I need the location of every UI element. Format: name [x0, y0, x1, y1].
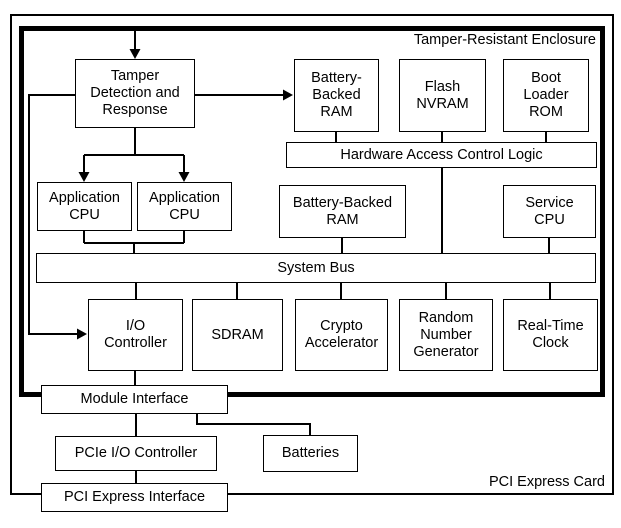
random-number-generator-label: Random Number Generator [413, 309, 479, 360]
system-bus-label: System Bus [277, 259, 355, 276]
application-cpu-2-box: Application CPU [137, 182, 232, 231]
io-controller-box: I/O Controller [88, 299, 183, 371]
module-interface-label: Module Interface [80, 391, 189, 407]
application-cpu-1-box: Application CPU [37, 182, 132, 231]
flash-nvram-box: Flash NVRAM [399, 59, 486, 132]
module-interface-box: Module Interface [41, 385, 228, 414]
application-cpu-1-label: Application CPU [49, 189, 120, 223]
battery-backed-ram-top-box: Battery- Backed RAM [294, 59, 379, 132]
hardware-access-control-logic-label: Hardware Access Control Logic [340, 146, 543, 163]
boot-loader-rom-label: Boot Loader ROM [523, 70, 569, 120]
pci-express-interface-box: PCI Express Interface [41, 483, 228, 512]
service-cpu-label: Service CPU [525, 194, 574, 228]
flash-nvram-label: Flash NVRAM [416, 78, 469, 112]
battery-backed-ram-top-label: Battery- Backed RAM [311, 70, 362, 120]
arrowhead-into-io-controller [77, 328, 87, 340]
enclosure-title: Tamper-Resistant Enclosure [413, 32, 596, 48]
battery-backed-ram-box: Battery-Backed RAM [279, 185, 406, 238]
arrowhead-into-app-cpu-2 [178, 172, 190, 182]
tamper-resistant-enclosure-frame [19, 26, 605, 397]
pci-express-card-frame [10, 14, 614, 495]
application-cpu-2-label: Application CPU [149, 189, 220, 223]
batteries-box: Batteries [263, 435, 358, 472]
io-controller-label: I/O Controller [104, 318, 167, 351]
wire-tamper-to-app-cpus [83, 128, 185, 174]
arrowhead-into-battery-ram [283, 89, 293, 101]
pcie-io-controller-label: PCIe I/O Controller [74, 445, 198, 461]
arrowhead-into-tamper [129, 49, 141, 59]
battery-backed-ram-label: Battery-Backed RAM [292, 194, 393, 228]
hardware-access-control-logic-box: Hardware Access Control Logic [286, 142, 597, 168]
wire-tamper-feedback-to-io [28, 94, 78, 335]
wire-top-boxes-to-hacl [335, 132, 547, 142]
crypto-accelerator-label: Crypto Accelerator [304, 318, 379, 351]
batteries-label: Batteries [281, 445, 340, 461]
system-bus-box: System Bus [36, 253, 596, 283]
boot-loader-rom-box: Boot Loader ROM [503, 59, 589, 132]
wire-row2-to-bus [341, 237, 550, 253]
wire-bus-to-row3 [135, 283, 551, 299]
service-cpu-box: Service CPU [503, 185, 596, 238]
sdram-label: SDRAM [211, 326, 264, 343]
tamper-detection-box: Tamper Detection and Response [75, 59, 195, 128]
real-time-clock-label: Real-Time Clock [517, 318, 584, 351]
pcie-io-controller-box: PCIe I/O Controller [55, 436, 217, 471]
sdram-box: SDRAM [192, 299, 283, 371]
card-title: PCI Express Card [488, 474, 605, 490]
crypto-accelerator-box: Crypto Accelerator [295, 299, 388, 371]
wire-app-cpus-to-bus [83, 230, 185, 253]
tamper-detection-label: Tamper Detection and Response [90, 68, 180, 118]
arrowhead-into-app-cpu-1 [78, 172, 90, 182]
random-number-generator-box: Random Number Generator [399, 299, 493, 371]
wire-module-to-batteries [196, 414, 311, 435]
real-time-clock-box: Real-Time Clock [503, 299, 598, 371]
pci-express-interface-label: PCI Express Interface [63, 489, 206, 505]
